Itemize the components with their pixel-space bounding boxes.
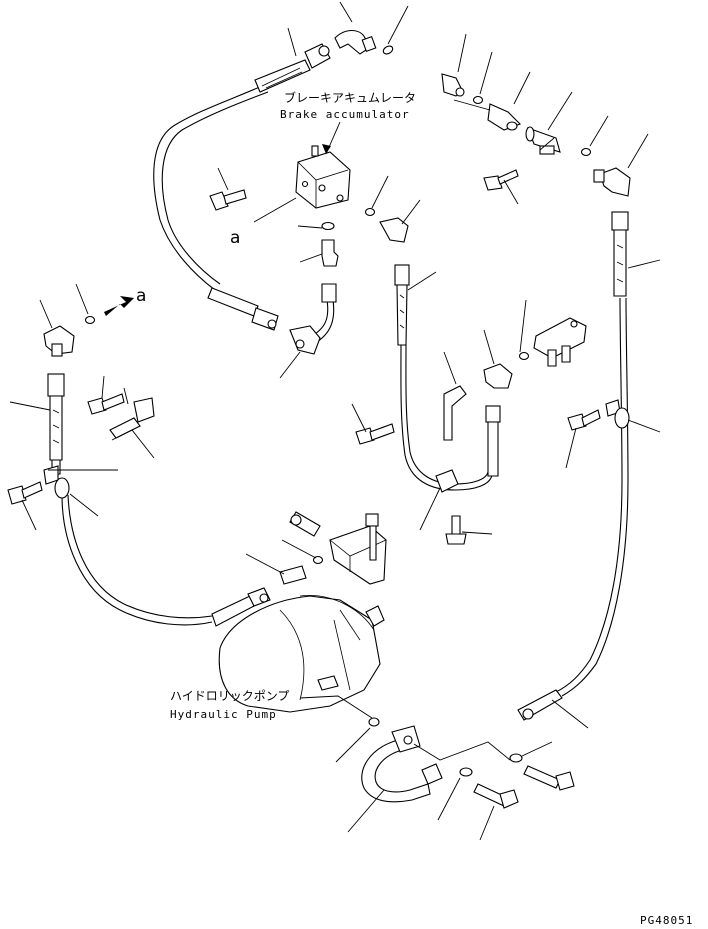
- ref-a-left: a: [136, 286, 146, 306]
- bolt-brake-left: [209, 189, 247, 211]
- hose-fitting-center-top: [394, 264, 410, 346]
- pump-pipe-assembly: [361, 689, 575, 809]
- elbow-brake-right: [364, 207, 409, 243]
- label-brake-accumulator-jp: ブレーキアキュムレータ: [284, 90, 416, 105]
- fitting-below-brake: [321, 221, 339, 267]
- elbow-right: [599, 167, 631, 197]
- o-ring-pump: [368, 717, 380, 727]
- o-ring-left: [84, 315, 96, 325]
- bolt-pump-2: [523, 765, 561, 789]
- bracket-left: [109, 417, 141, 439]
- hose-lines: [61, 85, 629, 697]
- label-hydraulic-pump-en: Hydraulic Pump: [170, 708, 277, 721]
- center-valve-assembly: [211, 511, 387, 627]
- clamp-left: [43, 465, 59, 485]
- hose-fitting-left: [47, 373, 65, 397]
- hose-center: [400, 344, 493, 491]
- hydraulic-pump: [218, 594, 385, 713]
- brake-accumulator: [295, 121, 351, 209]
- leader-lines: [9, 1, 661, 841]
- left-cluster: [7, 296, 155, 505]
- hose-right-long: [555, 297, 623, 693]
- label-brake-accumulator-en: Brake accumulator: [280, 108, 410, 121]
- bolt-vertical: [451, 515, 461, 535]
- hose-fitting-right: [611, 211, 629, 231]
- arrow-a-left: [104, 296, 134, 316]
- pump-body: [218, 595, 381, 713]
- valve-block-center: [329, 525, 387, 585]
- adapter-center: [279, 565, 307, 585]
- elbow-top: [334, 29, 373, 55]
- o-ring-3: [580, 147, 592, 157]
- washer-2: [509, 753, 523, 763]
- hose-left-loop: [61, 494, 213, 626]
- elbow-right-mid: [483, 363, 513, 389]
- bracket-center: [443, 385, 467, 441]
- elbow-pipe-lower: [289, 283, 337, 355]
- bolt-left-lower: [7, 485, 27, 505]
- hose-fitting-mid-left: [207, 287, 279, 331]
- o-ring-2: [472, 95, 484, 105]
- hose-upper-left-loop: [153, 85, 263, 291]
- brake-accumulator-block: [295, 151, 351, 209]
- o-ring-top: [382, 45, 394, 55]
- right-cluster: [355, 211, 630, 545]
- valve-body-right: [533, 317, 587, 359]
- label-hydraulic-pump-jp: ハイドロリックポンプ: [170, 689, 289, 703]
- o-ring-right: [518, 351, 530, 361]
- washer-1: [459, 767, 473, 777]
- u-pipe: [361, 739, 431, 803]
- hose-fitting-center-right: [485, 405, 501, 423]
- ref-a-upper: a: [230, 228, 240, 248]
- top-hose-assembly: [254, 29, 631, 197]
- bolt-top-right: [483, 175, 503, 191]
- drawing-code: PG48051: [640, 914, 693, 927]
